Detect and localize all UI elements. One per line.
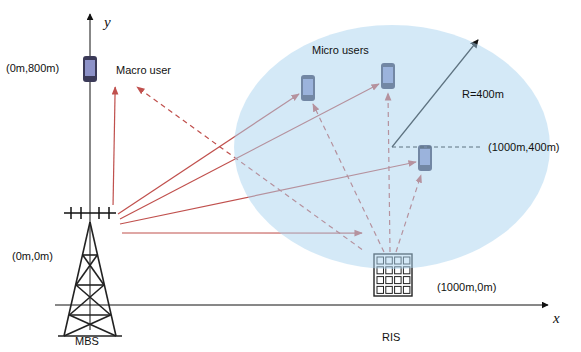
- macro-user-node: Macro user: [80, 55, 175, 87]
- macro-user-phone: [83, 56, 97, 82]
- node-text: Macro user: [116, 64, 171, 77]
- node-text: MBS: [75, 335, 99, 348]
- coordinate-label: (0m,0m): [12, 250, 53, 263]
- ris-element: [386, 286, 393, 293]
- node-text: Micro users: [312, 44, 369, 57]
- direct-link: [113, 87, 115, 205]
- coordinate-label: (1000m,0m): [437, 281, 496, 294]
- ris-node: RIS: [362, 225, 418, 347]
- ris-element: [377, 277, 384, 284]
- ris-element: [386, 277, 393, 284]
- coordinate-label: (1000m,400m): [488, 141, 560, 154]
- base-station-tower: [58, 222, 122, 336]
- ris-element: [395, 286, 402, 293]
- ris-element: [395, 277, 402, 284]
- axis-label: x: [553, 310, 560, 326]
- node-text: RIS: [382, 331, 400, 344]
- ris-element: [377, 286, 384, 293]
- ris-element: [403, 277, 410, 284]
- radius-label: R=400m: [462, 88, 504, 101]
- antenna-array: [64, 207, 116, 219]
- ris-element: [403, 286, 410, 293]
- coordinate-label: (0m,800m): [6, 62, 59, 75]
- axis-label: y: [104, 14, 111, 30]
- base-station-node: MBS: [58, 205, 122, 350]
- x-axis: [55, 305, 548, 306]
